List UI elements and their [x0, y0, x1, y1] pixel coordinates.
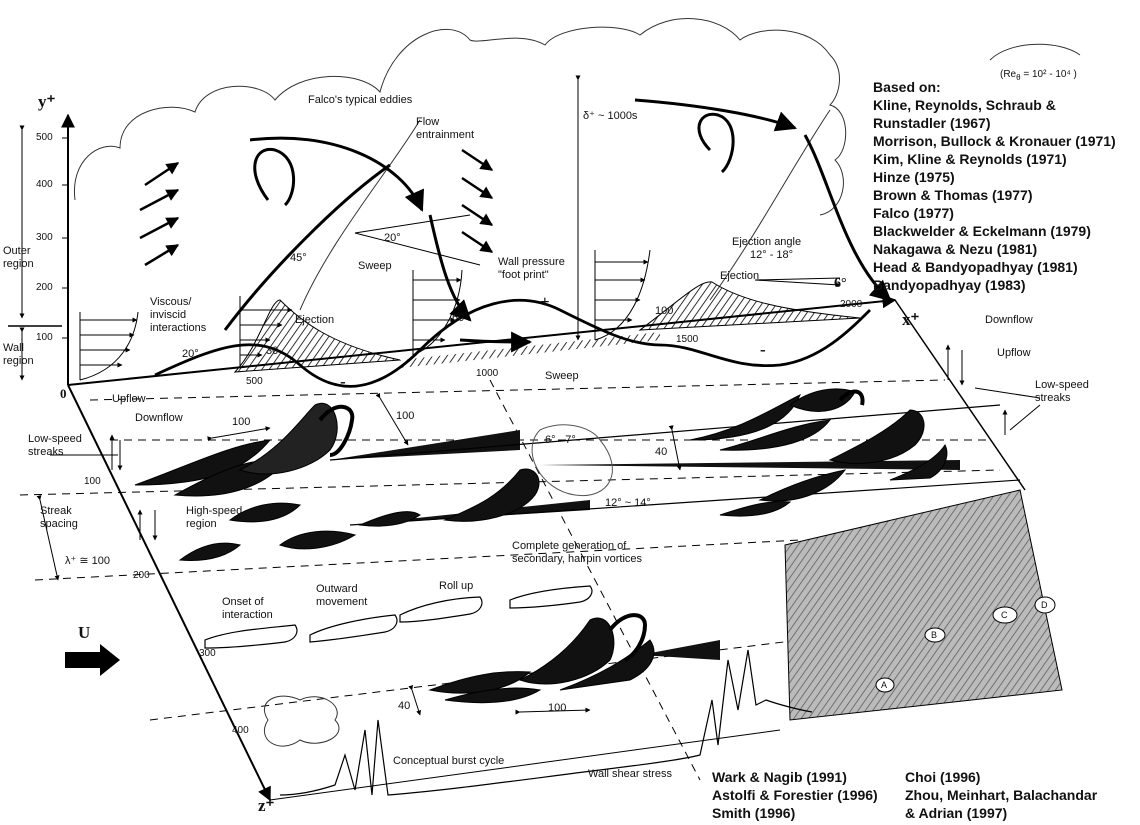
z-axis-label: z⁺ [258, 796, 275, 816]
angle-20-top: 20° [384, 232, 401, 245]
sweep-bottom-label: Sweep [545, 370, 579, 383]
height-100: 100 [655, 305, 673, 318]
dim-40-a: 40 [655, 446, 667, 459]
ejection-left-label: Ejection [295, 314, 334, 327]
angle-12-14: 12° ~ 14° [605, 497, 651, 510]
piv-mark-d: D [1041, 599, 1048, 612]
x-tick-500: 500 [246, 376, 263, 387]
dim-40-b: 40 [398, 700, 410, 713]
downflow-left-label: Downflow [135, 412, 183, 425]
eddy-inner-curve [300, 120, 420, 310]
piv-mark-a: A [881, 679, 887, 692]
piv-panel [785, 490, 1062, 720]
y-tick-100: 100 [36, 332, 53, 343]
pressure-minus-right: - [760, 340, 766, 360]
dim-100-b: 100 [396, 410, 414, 423]
piv-mark-b: B [931, 629, 937, 642]
delta-label: δ⁺ ~ 1000s [583, 110, 637, 123]
downward-streamline [430, 215, 470, 320]
ejection-streamline-left [225, 165, 390, 330]
x-tick-2000: 2000 [840, 299, 862, 310]
y-tick-500: 500 [36, 132, 53, 143]
z-tick-300: 300 [199, 648, 216, 659]
angle-60: 60 [452, 312, 464, 325]
x-tick-1000: 1000 [476, 368, 498, 379]
references-heading: Based on: [873, 78, 1116, 96]
rollup-label: Roll up [439, 580, 473, 593]
x-axis-label: x⁺ [902, 310, 919, 330]
z-tick-100: 100 [84, 476, 101, 487]
angle-45: 45° [290, 252, 307, 265]
angle-20-left: 20° [182, 348, 199, 361]
inflow-arrows [140, 163, 178, 265]
velocity-profile-left [80, 312, 138, 380]
y-tick-300: 300 [36, 232, 53, 243]
upflow-left-label: Upflow [112, 393, 146, 406]
y-tick-400: 400 [36, 179, 53, 190]
upflow-right-label: Upflow [997, 347, 1031, 360]
wall-pressure-label: Wall pressure"foot print" [498, 256, 565, 282]
pressure-plus: + [540, 292, 550, 312]
z-tick-400: 400 [232, 725, 249, 736]
angle-30: 30 [266, 345, 278, 358]
dim-100-a: 100 [232, 416, 250, 429]
downflow-right-label: Downflow [985, 314, 1033, 327]
angle-6: 6° [834, 276, 847, 292]
sweep-bottom-arrow [460, 340, 530, 342]
lambda-label: λ⁺ ≅ 100 [65, 555, 110, 568]
references-list: Based on: Kline, Reynolds, Schraub & Run… [873, 78, 1116, 294]
piv-mark-c: C [1001, 609, 1008, 622]
bottom-references-left: Wark & Nagib (1991) Astolfi & Forestier … [712, 768, 878, 822]
y-tick-200: 200 [36, 282, 53, 293]
x-tick-1500: 1500 [676, 334, 698, 345]
bottom-references-right: Choi (1996) Zhou, Meinhart, Balachandar … [905, 768, 1097, 822]
wall-shear-label: Wall shear stress [588, 768, 672, 781]
swirl-right [699, 114, 733, 172]
lower-eddy-loop [264, 696, 339, 746]
z-tick-200: 200 [133, 570, 150, 581]
falco-eddies-label: Falco's typical eddies [308, 94, 412, 107]
velocity-arrow [65, 644, 120, 676]
ejection-right-label: Ejection [720, 270, 759, 283]
angle-6-7: 6° - 7° [545, 434, 576, 447]
sweep-top-label: Sweep [358, 260, 392, 273]
burst-cycle-label: Conceptual burst cycle [393, 755, 504, 768]
outer-eddy-cloud-2 [990, 44, 1080, 60]
pressure-minus-left: - [340, 372, 346, 392]
ejection-fan-left [235, 300, 400, 372]
y-axis-label: y⁺ [38, 92, 55, 112]
entrainment-arrows [462, 150, 492, 252]
dim-100-c: 100 [548, 702, 566, 715]
swirl-left [255, 149, 294, 205]
origin-label: 0 [60, 386, 67, 402]
velocity-u-label: U [78, 623, 90, 643]
